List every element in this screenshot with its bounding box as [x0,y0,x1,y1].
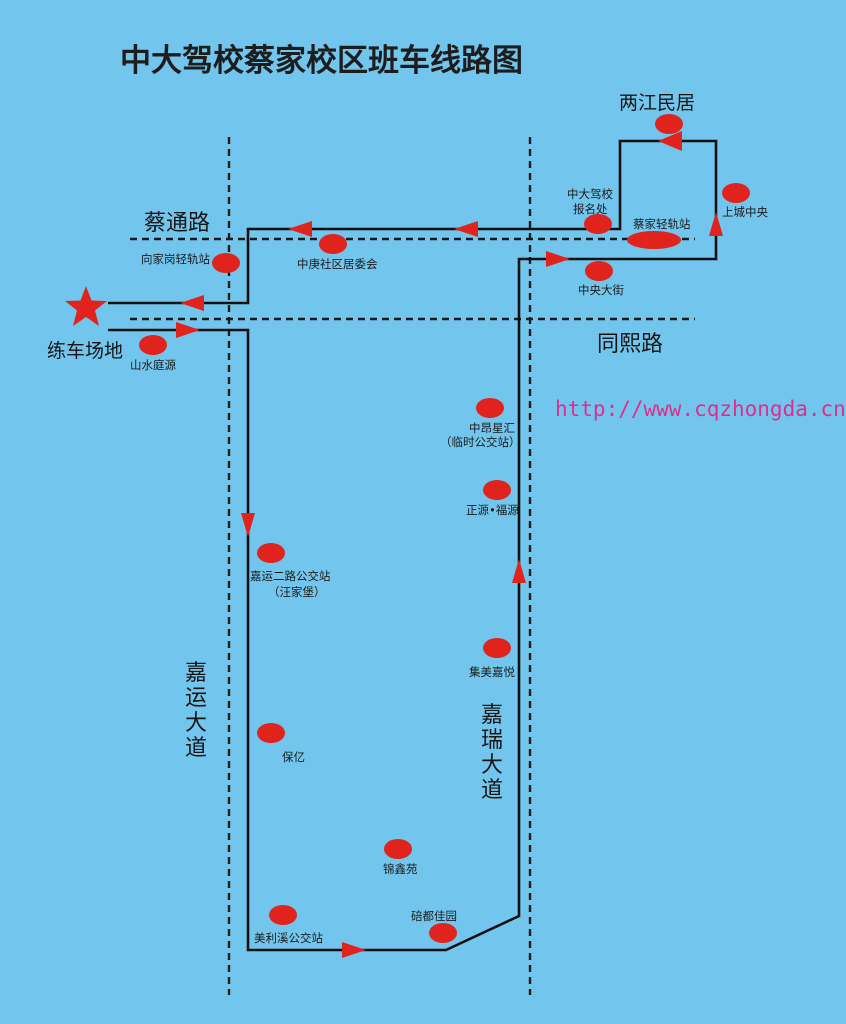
road-label-jiarui: 嘉 瑞 大 道 [481,703,503,803]
route-return-path [108,139,718,952]
stop-marker-jinxin [384,839,412,859]
stop-marker-jimei [483,638,511,658]
stop-marker-zhengyuan [483,480,511,500]
stop-markers [139,114,750,943]
arrow-down-icon [241,513,255,537]
svg-text:运: 运 [185,686,207,711]
road-label-tongxi: 同熙路 [597,332,663,357]
svg-text:嘉: 嘉 [185,661,207,686]
svg-text:大: 大 [481,753,503,778]
stop-marker-zhongyang [585,261,613,281]
stop-marker-liangjiang [655,114,683,134]
stop-label-zhongang-1: 中昂星汇 [469,421,515,435]
stop-label-xiangjiagang: 向家岗轻轨站 [141,252,210,266]
road-label-jiayun: 嘉 运 大 道 [185,661,207,761]
stop-label-jiayun2-2: （汪家堡） [268,585,326,599]
stop-label-jinxin: 锦鑫苑 [383,862,418,876]
svg-text:嘉: 嘉 [481,703,503,728]
stop-marker-baoyi [257,723,285,743]
arrow-left-icon [180,295,204,311]
stop-label-zhonggeng: 中庚社区居委会 [297,257,378,271]
place-label-liangjiang: 两江民居 [619,92,695,114]
svg-text:瑞: 瑞 [481,728,503,753]
stop-label-zhongyang: 中央大街 [578,283,624,297]
stop-marker-zhongang [476,398,504,418]
stop-label-jimei: 集美嘉悦 [469,665,515,679]
stop-marker-xiangjiagang [212,253,240,273]
website-link[interactable]: http://www.cqzhongda.cn [555,397,846,421]
stop-label-signup-1: 中大驾校 [567,187,613,201]
stop-label-shangcheng: 上城中央 [722,205,768,219]
practice-field-star-icon [65,286,107,326]
road-label-caitong: 蔡通路 [144,211,210,236]
arrow-left-icon [658,131,682,151]
svg-text:大: 大 [185,711,207,736]
stop-marker-caijia-rail [627,231,681,249]
stop-label-caijia-rail: 蔡家轻轨站 [633,217,691,231]
stop-marker-jiayun2 [257,543,285,563]
stop-marker-meilixi [269,905,297,925]
road-lines [130,137,695,995]
arrow-right-icon [342,942,366,958]
stop-label-meilixi: 美利溪公交站 [254,931,323,945]
direction-arrows [176,131,723,958]
arrow-up-icon [512,559,526,583]
svg-text:道: 道 [481,778,503,803]
stop-label-zhongang-2: （临时公交站） [440,435,521,449]
stop-marker-zhonggeng [319,234,347,254]
arrow-right-icon [176,322,200,338]
bus-route [108,139,718,952]
stop-label-signup-2: 报名处 [573,202,608,216]
place-label-practice-field: 练车场地 [47,340,123,362]
map-title: 中大驾校蔡家校区班车线路图 [120,43,523,79]
stop-marker-shangcheng [722,183,750,203]
arrow-left-icon [288,221,312,237]
stop-label-peidu: 碚都佳园 [411,909,457,923]
arrow-right-icon [546,251,570,267]
stop-label-zhengyuan: 正源•福源 [466,503,519,517]
stop-marker-signup [584,214,612,234]
arrow-up-icon [709,212,723,236]
stop-marker-peidu [429,923,457,943]
stop-label-jiayun2-1: 嘉运二路公交站 [250,569,331,583]
stop-marker-shanshui [139,335,167,355]
stop-label-shanshui: 山水庭源 [130,358,176,372]
arrow-left-icon [454,221,478,237]
stop-label-baoyi: 保亿 [282,750,305,764]
svg-text:道: 道 [185,736,207,761]
